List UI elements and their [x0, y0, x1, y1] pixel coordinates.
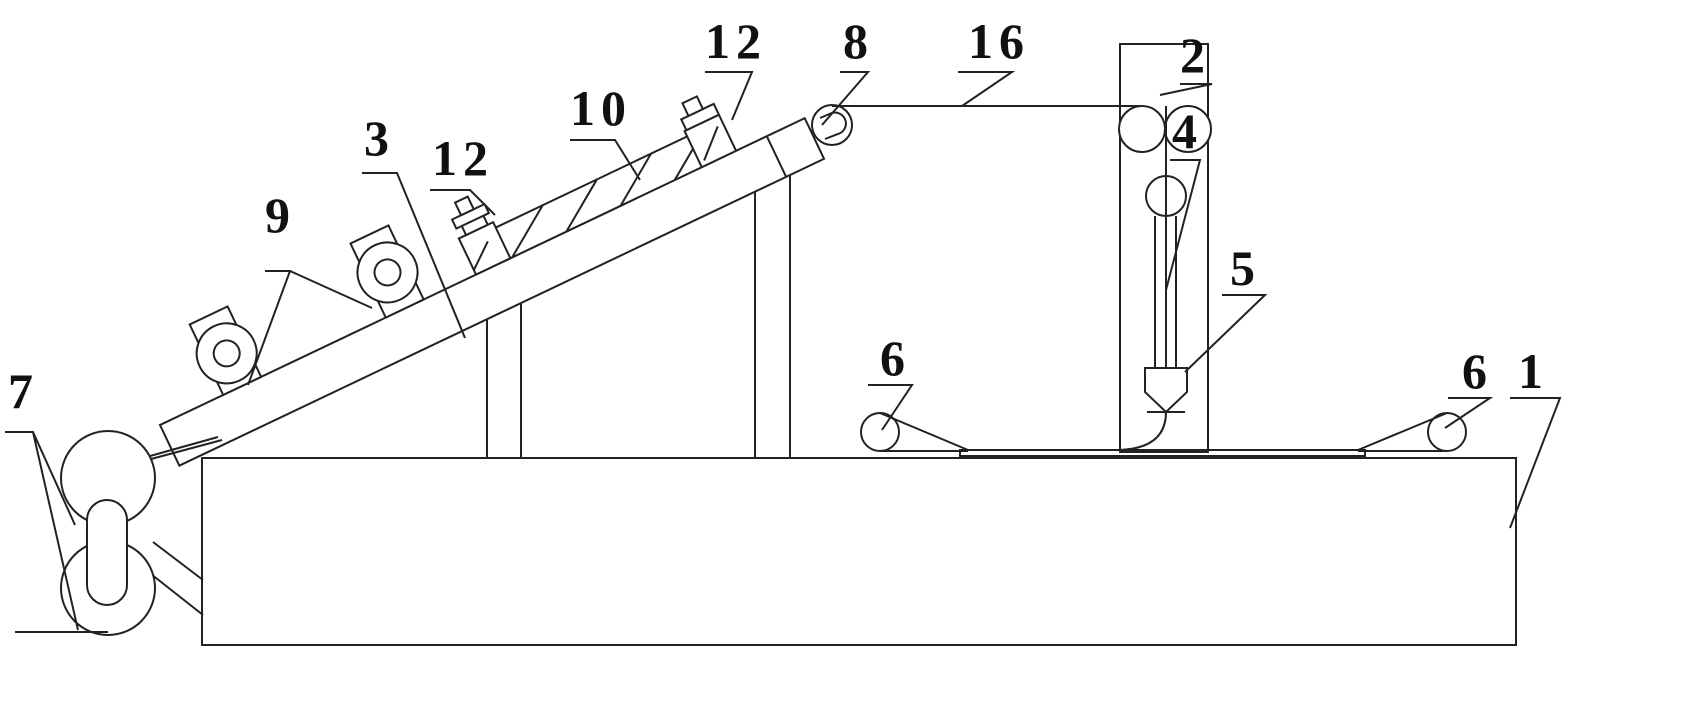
- label-12-left: 12: [432, 130, 494, 186]
- label-6-left: 6: [880, 330, 911, 386]
- label-9: 9: [265, 187, 296, 243]
- incline-assembly: [125, 44, 824, 465]
- label-1: 1: [1518, 343, 1549, 399]
- label-2: 2: [1180, 27, 1211, 83]
- roller-6-right: [1358, 413, 1466, 451]
- label-6-right: 6: [1462, 343, 1493, 399]
- label-7: 7: [8, 363, 39, 419]
- label-3: 3: [364, 110, 395, 166]
- roller-6-left: [861, 413, 968, 451]
- label-8: 8: [843, 13, 874, 69]
- pulley-8: [812, 105, 852, 145]
- label-4: 4: [1172, 103, 1203, 159]
- label-12-right: 12: [705, 13, 767, 69]
- label-16: 16: [968, 13, 1030, 69]
- label-5: 5: [1230, 240, 1261, 296]
- base-box: [202, 458, 1516, 645]
- nozzle-5: [1100, 368, 1187, 450]
- label-10: 10: [570, 80, 632, 136]
